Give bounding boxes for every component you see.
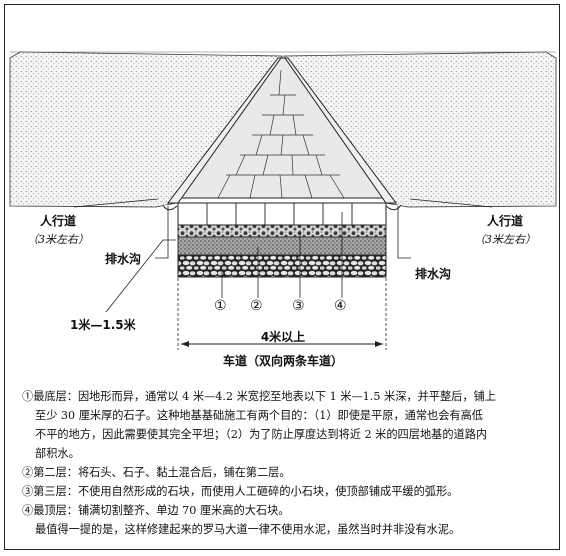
sidewalk-left-width: （3米左右） [27,233,89,246]
layer-3-crushed-stone [177,224,387,238]
layer-2-mixed [177,236,387,256]
curb-right [284,57,397,204]
note-layer1-line3: 不平的地方，因此需要使其完全平坦；（2）为了防止厚度达到将近 2 米的四层地基的… [35,428,488,441]
paving-stones [217,69,345,199]
sidewalk-left-surface [9,51,283,208]
roman-road-cross-section [9,51,557,350]
layer-1-foundation [177,254,387,278]
ditch-left [162,204,178,211]
note-layer4: ④最顶层：铺满切割整齐、单边 70 厘米高的大石块。 [22,504,290,517]
note-layer1-line4: 部积水。 [35,447,80,460]
note-layer2: ②第二层：将石头、石子、黏土混合后，铺在第二层。 [22,466,291,479]
ditch-right-label: 排水沟 [415,267,452,281]
layer-4-paving [177,202,387,226]
note-final: 最值得一提的是，这样修建起来的罗马大道一律不使用水泥，虽然当时并非没有水泥。 [35,523,461,536]
sidewalk-right-label: 人行道 [486,214,524,228]
cross-section-layers [177,202,387,278]
note-layer3: ③第三层：不使用自然形成的石块，而使用人工砸碎的小石块，使顶部铺成平缓的弧形。 [22,485,459,498]
layer-marker-3: ③ [292,298,305,314]
layer-marker-4: ④ [334,298,347,314]
road-width-label: 4米以上 [260,330,306,344]
sidewalk-right-surface [283,51,557,208]
sidewalk-left-label: 人行道 [39,214,77,228]
layer-marker-2: ② [250,298,263,314]
note-layer1-line1: ①最底层：因地形而异，通常以 4 米—4.2 米宽挖至地表以下 1 米—1.5 … [22,390,496,403]
roadway-label: 车道（双向两条车道） [222,354,344,368]
layer-notes: ①最底层：因地形而异，通常以 4 米—4.2 米宽挖至地表以下 1 米—1.5 … [22,387,542,539]
ditch-right [385,204,402,211]
depth-label: 1米—1.5米 [70,318,136,332]
figure-frame [4,4,560,550]
ditch-left-label: 排水沟 [105,252,142,266]
note-layer1-line2: 至少 30 厘米厚的石子。这种地基基础施工有两个目的：（1）即使是平原，通常也会… [35,409,483,422]
layer-marker-1: ① [214,298,227,314]
sidewalk-right-width: （3米左右） [474,233,536,246]
